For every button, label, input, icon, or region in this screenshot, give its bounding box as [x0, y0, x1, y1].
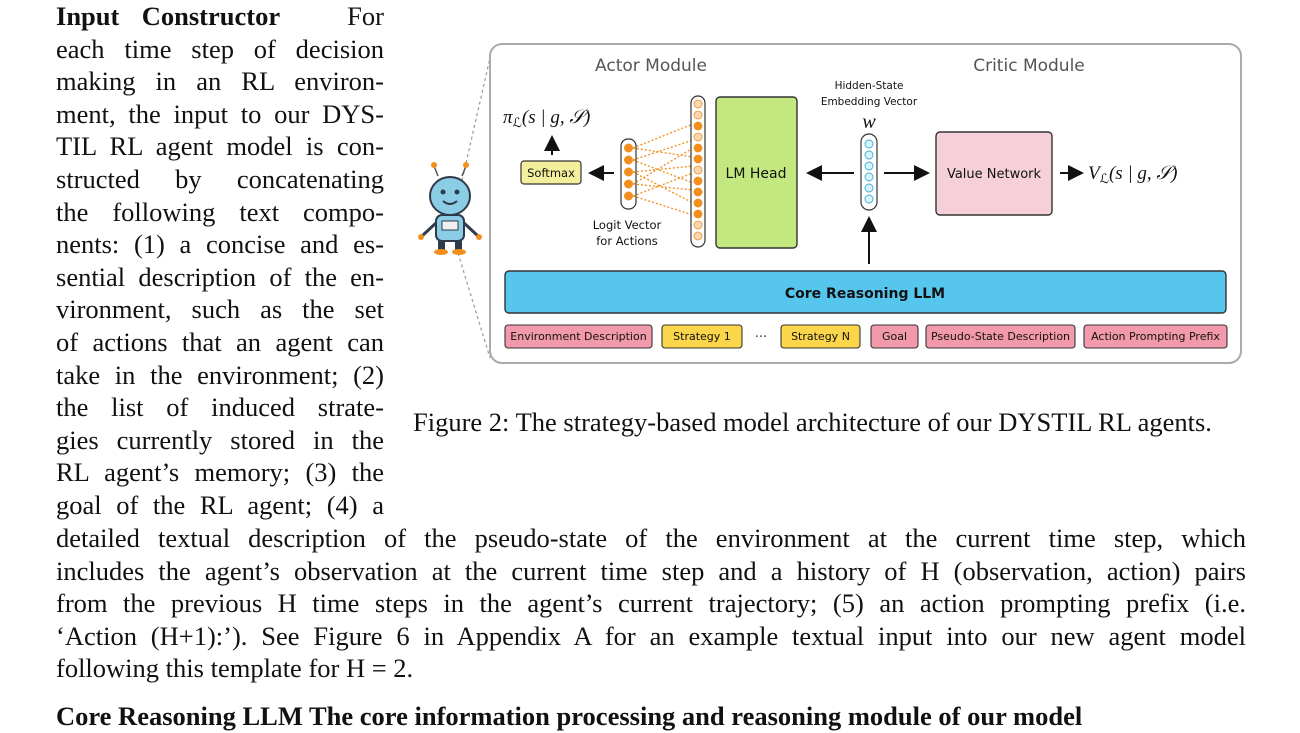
paragraph-heading: Input Constructor	[56, 1, 281, 31]
input-chip-goal	[870, 324, 919, 349]
text-line: detailed textual description of the pseu…	[56, 523, 1246, 553]
embedding-dots	[864, 139, 874, 204]
dashed-connector	[457, 252, 491, 359]
softmax-label: Softmax	[527, 166, 575, 180]
input-chip-label: Strategy N	[791, 330, 850, 343]
hidden-vector-dots	[693, 99, 703, 241]
value-label: Vℒ(s | g, 𝒮)	[1088, 163, 1177, 186]
text-line: ‘Action (H+1):’). See Figure 6 in Append…	[56, 620, 1246, 651]
w-label: w	[862, 111, 876, 133]
text-line: the list of induced strate-	[56, 392, 384, 423]
text-line: from the previous H time steps in the ag…	[56, 588, 1246, 619]
text-line: the following text compo-	[56, 196, 384, 227]
text-line: gies currently stored in the	[56, 424, 384, 455]
logit-connections	[632, 123, 694, 216]
logit-label-2: for Actions	[596, 234, 657, 248]
input-chip-label: Goal	[882, 330, 907, 343]
text-line: ment, the input to our DYS-	[56, 98, 384, 129]
input-chip-label: Strategy 1	[673, 330, 731, 343]
next-paragraph: Core Reasoning LLM The core information …	[56, 701, 1083, 731]
input-chip-strategy-n	[780, 324, 861, 349]
ellipsis: ···	[755, 330, 767, 345]
critic-module-label: Critic Module	[973, 56, 1085, 76]
input-chip-label: Action Prompting Prefix	[1091, 330, 1220, 343]
text-line: each time step of decision	[56, 33, 384, 64]
actor-module-label: Actor Module	[595, 56, 707, 76]
full-paragraph: detailed textual description of the pseu…	[56, 522, 1246, 685]
text-line: take in the environment; (2)	[56, 359, 384, 390]
softmax-box	[520, 160, 582, 185]
text-line: includes the agent’s observation at the …	[56, 555, 1246, 586]
logit-label-1: Logit Vector	[593, 218, 662, 232]
text-line: of actions that an agent can	[56, 326, 384, 357]
dashed-connector	[457, 57, 491, 199]
input-chip-environment	[504, 324, 653, 349]
value-network-label: Value Network	[947, 167, 1042, 182]
input-chip-action-prefix	[1083, 324, 1228, 349]
figure-caption: Figure 2: The strategy-based model archi…	[413, 407, 1212, 437]
policy-label: πℒ(s | g, 𝒮)	[503, 107, 590, 130]
robot-icon	[418, 162, 482, 255]
text-line: nents: (1) a concise and es-	[56, 229, 384, 260]
input-chip-pseudo-state	[925, 324, 1076, 349]
text-line: sential description of the en-	[56, 261, 384, 292]
logit-dots	[624, 143, 633, 201]
text-line: RL agent’s memory; (3) the	[56, 457, 384, 488]
embedding-vector	[860, 133, 878, 211]
text-line: TIL RL agent model is con-	[56, 131, 384, 162]
lm-head-label: LM Head	[726, 166, 787, 182]
core-llm-box	[504, 270, 1227, 314]
value-network-box	[935, 131, 1053, 216]
architecture-figure: Actor Module Critic Module πℒ(s | g, 𝒮) …	[418, 43, 1242, 364]
left-paragraph: Input Constructor For each time step of …	[56, 1, 384, 520]
input-chip-label: Environment Description	[510, 330, 646, 343]
text-line: structed by concatenating	[56, 163, 384, 194]
text-line: following this template for H = 2.	[56, 653, 414, 684]
text-line: making in an RL environ-	[56, 66, 384, 97]
text-line: goal of the RL agent; (4) a	[56, 489, 384, 520]
input-chip-strategy-1	[661, 324, 743, 349]
input-chip-label: Pseudo-State Description	[931, 330, 1070, 343]
hidden-state-label-1: Hidden-State	[835, 80, 904, 92]
hidden-state-label-2: Embedding Vector	[821, 96, 918, 108]
core-llm-label: Core Reasoning LLM	[785, 286, 945, 302]
lm-head-box	[715, 96, 798, 249]
text-line: vironment, such as the set	[56, 294, 384, 325]
